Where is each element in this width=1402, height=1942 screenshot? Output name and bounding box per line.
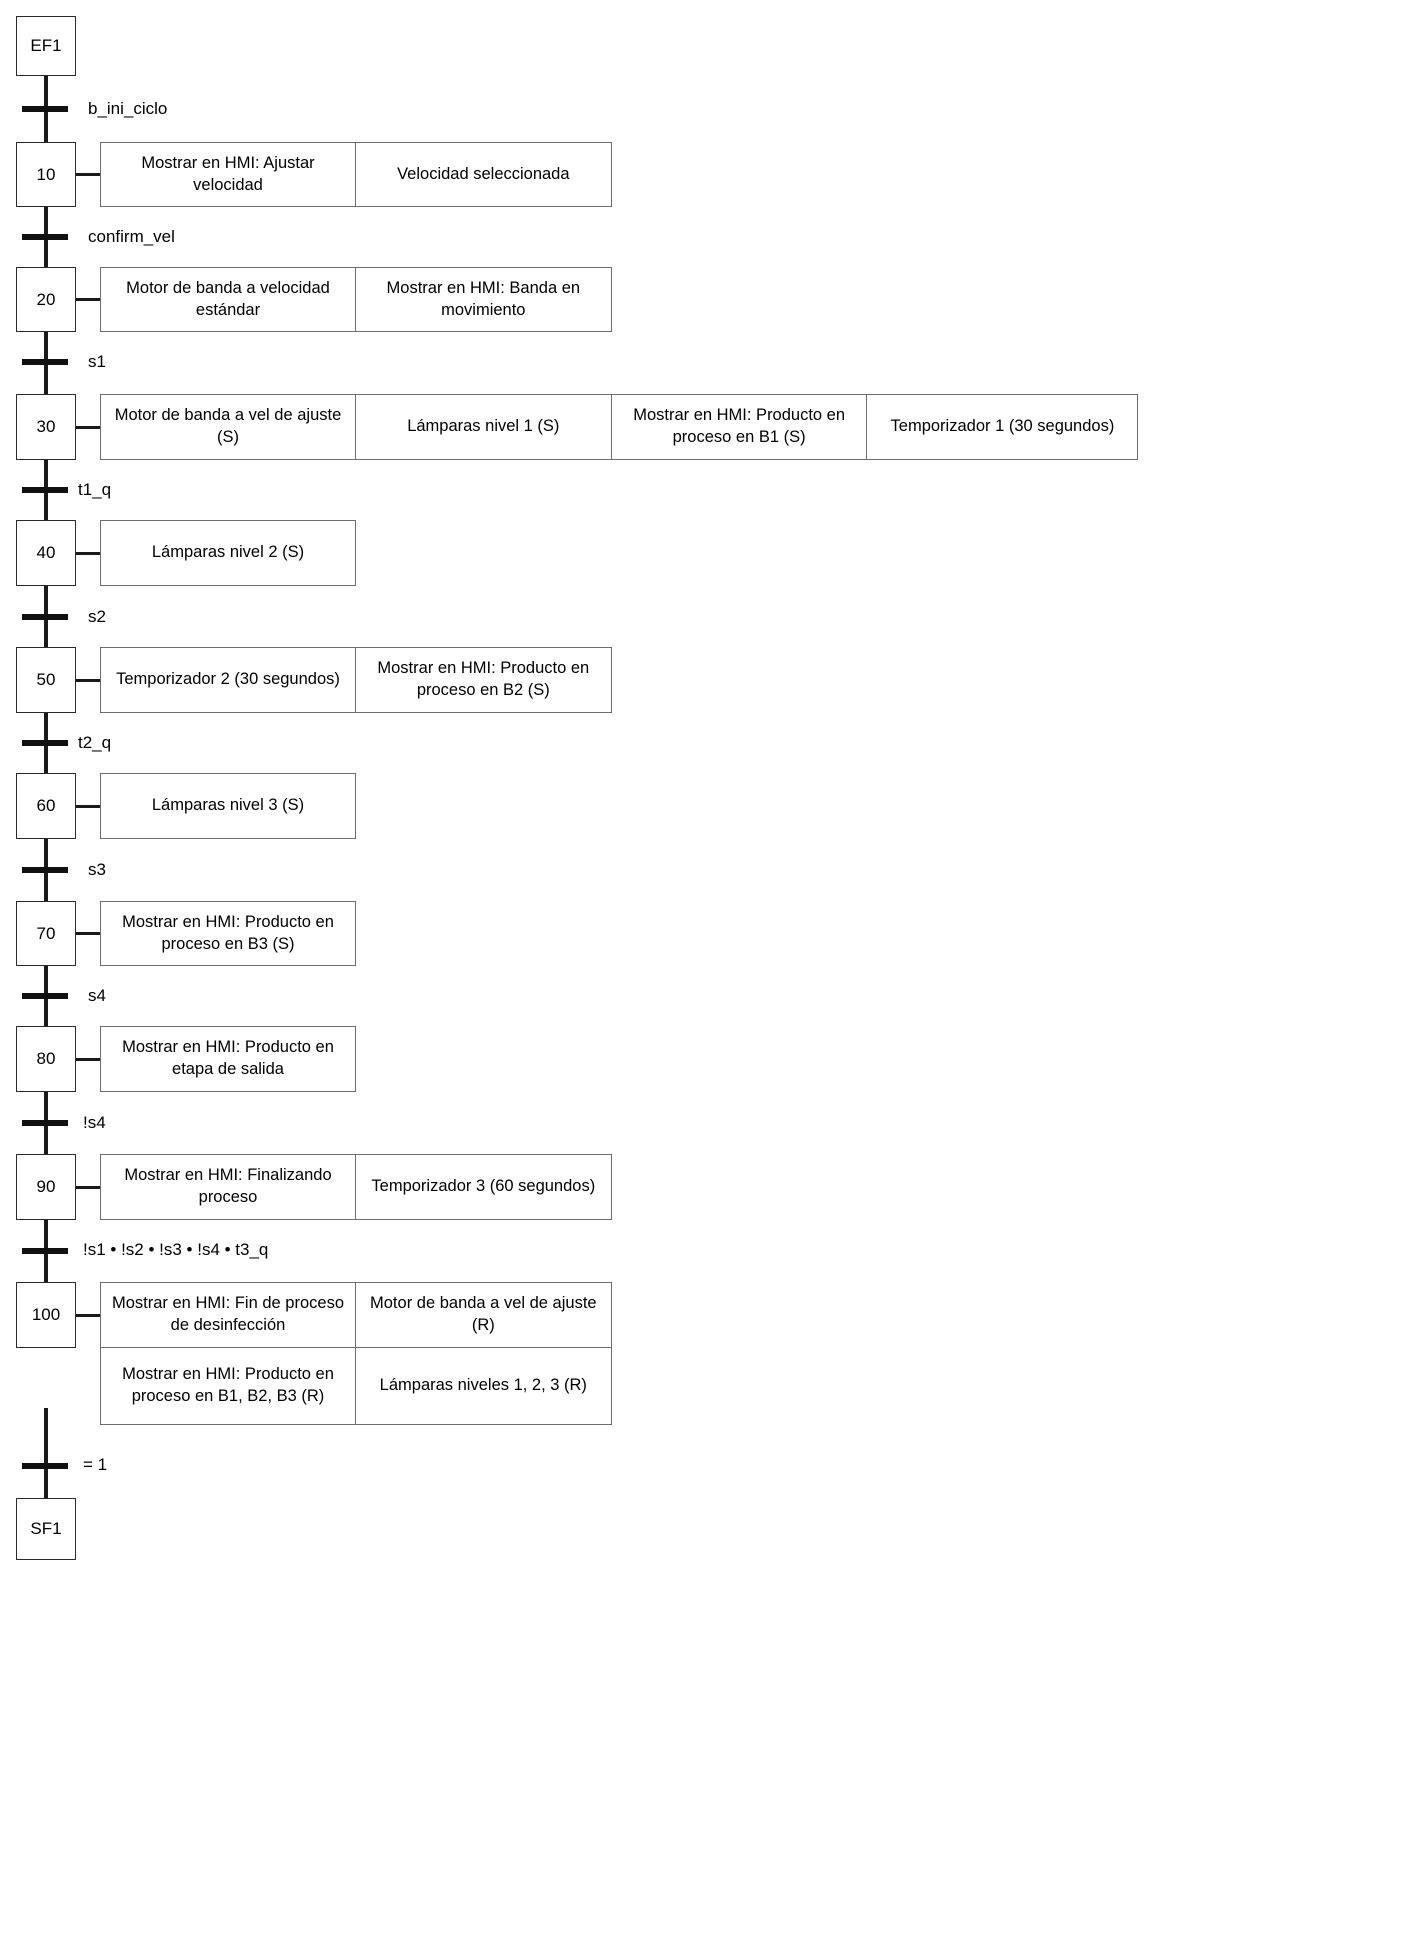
transition-bar-s1[interactable]: [22, 359, 68, 365]
stub-step-50: [76, 679, 100, 682]
step-label-50: 50: [36, 670, 56, 690]
step-label-100: 100: [31, 1305, 61, 1325]
action-box-100-3[interactable]: Mostrar en HMI: Producto en proceso en B…: [100, 1346, 356, 1425]
transition-bar-confirm-vel[interactable]: [22, 234, 68, 240]
action-box-50-2[interactable]: Mostrar en HMI: Producto en proceso en B…: [354, 647, 612, 713]
action-row-100: Mostrar en HMI: Fin de proceso de desinf…: [100, 1282, 612, 1425]
action-row-70: Mostrar en HMI: Producto en proceso en B…: [100, 901, 356, 966]
stub-step-60: [76, 805, 100, 808]
step-label-60: 60: [36, 796, 56, 816]
action-box-40-1[interactable]: Lámparas nivel 2 (S): [100, 520, 356, 586]
action-box-90-2[interactable]: Temporizador 3 (60 segundos): [354, 1154, 612, 1220]
step-box-40[interactable]: 40: [16, 520, 76, 586]
transition-bar-equals-one[interactable]: [22, 1463, 68, 1469]
end-step-label: SF1: [30, 1519, 62, 1539]
action-box-50-1[interactable]: Temporizador 2 (30 segundos): [100, 647, 356, 713]
rail-100-sf1: [44, 1408, 48, 1498]
step-label-40: 40: [36, 543, 56, 563]
step-box-100[interactable]: 100: [16, 1282, 76, 1348]
step-box-30[interactable]: 30: [16, 394, 76, 460]
transition-bar-s3[interactable]: [22, 867, 68, 873]
action-box-20-2[interactable]: Mostrar en HMI: Banda en movimiento: [354, 267, 612, 332]
stub-step-10: [76, 173, 100, 176]
action-box-100-1[interactable]: Mostrar en HMI: Fin de proceso de desinf…: [100, 1282, 356, 1348]
step-label-80: 80: [36, 1049, 56, 1069]
transition-bar-not-s4[interactable]: [22, 1120, 68, 1126]
stub-step-20: [76, 298, 100, 301]
transition-label-s3: s3: [88, 860, 106, 879]
step-box-80[interactable]: 80: [16, 1026, 76, 1092]
transition-label-s2: s2: [88, 607, 106, 626]
step-box-20[interactable]: 20: [16, 267, 76, 332]
action-row-80: Mostrar en HMI: Producto en etapa de sal…: [100, 1026, 356, 1092]
step-box-90[interactable]: 90: [16, 1154, 76, 1220]
end-step-sf1[interactable]: SF1: [16, 1498, 76, 1560]
action-box-100-4[interactable]: Lámparas niveles 1, 2, 3 (R): [354, 1346, 612, 1425]
step-label-70: 70: [36, 923, 56, 943]
action-subrow-100-bottom: Mostrar en HMI: Producto en proceso en B…: [100, 1346, 612, 1425]
transition-label-s4: s4: [88, 986, 106, 1005]
action-row-50: Temporizador 2 (30 segundos) Mostrar en …: [100, 647, 612, 713]
step-label-20: 20: [36, 289, 56, 309]
transition-label-b-ini-ciclo: b_ini_ciclo: [88, 99, 168, 118]
action-row-10: Mostrar en HMI: Ajustar velocidad Veloci…: [100, 142, 612, 207]
action-box-20-1[interactable]: Motor de banda a velocidad estándar: [100, 267, 356, 332]
step-box-70[interactable]: 70: [16, 901, 76, 966]
action-row-90: Mostrar en HMI: Finalizando proceso Temp…: [100, 1154, 612, 1220]
transition-label-end-conditions: !s1 • !s2 • !s3 • !s4 • t3_q: [83, 1240, 269, 1259]
action-row-40: Lámparas nivel 2 (S): [100, 520, 356, 586]
transition-bar-t2-q[interactable]: [22, 740, 68, 746]
start-step-ef1[interactable]: EF1: [16, 16, 76, 76]
step-box-10[interactable]: 10: [16, 142, 76, 207]
action-box-90-1[interactable]: Mostrar en HMI: Finalizando proceso: [100, 1154, 356, 1220]
step-label-10: 10: [36, 164, 56, 184]
stub-step-100: [76, 1314, 100, 1317]
transition-label-s1: s1: [88, 352, 106, 371]
step-box-50[interactable]: 50: [16, 647, 76, 713]
transition-bar-s2[interactable]: [22, 614, 68, 620]
transition-label-not-s4: !s4: [83, 1113, 106, 1132]
action-box-10-1[interactable]: Mostrar en HMI: Ajustar velocidad: [100, 142, 356, 207]
action-subrow-100-top: Mostrar en HMI: Fin de proceso de desinf…: [100, 1282, 612, 1348]
step-label-30: 30: [36, 417, 56, 437]
action-box-30-2[interactable]: Lámparas nivel 1 (S): [354, 394, 612, 460]
action-box-30-4[interactable]: Temporizador 1 (30 segundos): [866, 394, 1139, 460]
transition-bar-end-conditions[interactable]: [22, 1248, 68, 1254]
action-row-20: Motor de banda a velocidad estándar Most…: [100, 267, 612, 332]
transition-label-confirm-vel: confirm_vel: [88, 227, 175, 246]
stub-step-80: [76, 1058, 100, 1061]
start-step-label: EF1: [30, 36, 62, 56]
transition-label-t2-q: t2_q: [78, 733, 112, 752]
transition-label-equals-one: = 1: [83, 1455, 108, 1474]
step-box-60[interactable]: 60: [16, 773, 76, 839]
stub-step-40: [76, 552, 100, 555]
action-row-30: Motor de banda a vel de ajuste (S) Lámpa…: [100, 394, 1139, 460]
transition-label-t1-q: t1_q: [78, 480, 112, 499]
action-box-80-1[interactable]: Mostrar en HMI: Producto en etapa de sal…: [100, 1026, 356, 1092]
action-box-100-2[interactable]: Motor de banda a vel de ajuste (R): [354, 1282, 612, 1348]
action-box-70-1[interactable]: Mostrar en HMI: Producto en proceso en B…: [100, 901, 356, 966]
stub-step-70: [76, 932, 100, 935]
transition-bar-t1-q[interactable]: [22, 487, 68, 493]
action-box-30-1[interactable]: Motor de banda a vel de ajuste (S): [100, 394, 356, 460]
action-box-60-1[interactable]: Lámparas nivel 3 (S): [100, 773, 356, 839]
transition-bar-b-ini-ciclo[interactable]: [22, 106, 68, 112]
transition-bar-s4[interactable]: [22, 993, 68, 999]
step-label-90: 90: [36, 1177, 56, 1197]
action-box-10-2[interactable]: Velocidad seleccionada: [354, 142, 612, 207]
stub-step-30: [76, 426, 100, 429]
action-box-30-3[interactable]: Mostrar en HMI: Producto en proceso en B…: [610, 394, 868, 460]
action-row-60: Lámparas nivel 3 (S): [100, 773, 356, 839]
stub-step-90: [76, 1186, 100, 1189]
